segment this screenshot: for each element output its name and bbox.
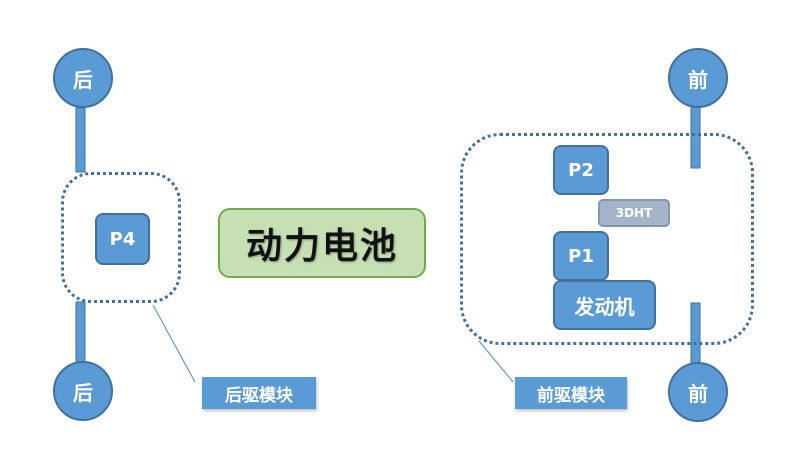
rear-lower-wheel-label: 后 <box>73 380 93 405</box>
dht-transmission-label: 3DHT <box>615 206 653 220</box>
p4-motor: P4 <box>95 213 150 265</box>
front-lower-wheel-label: 前 <box>688 381 708 406</box>
rear-module-leader-line <box>152 304 196 383</box>
engine-label: 发动机 <box>574 294 635 319</box>
traction-battery-label: 动力电池 <box>245 226 398 267</box>
front-module-callout-label: 前驱模块 <box>537 385 605 406</box>
p2-motor: P2 <box>553 145 609 195</box>
rear-module-outline <box>61 172 181 303</box>
p4-motor-label: P4 <box>109 228 136 250</box>
rear-upper-axle <box>75 107 86 173</box>
dht-transmission: 3DHT <box>598 199 670 227</box>
rear-lower-wheel: 后 <box>53 361 113 421</box>
rear-lower-axle <box>75 301 86 365</box>
front-module-leader-line <box>478 340 514 383</box>
p1-motor-label: P1 <box>568 245 594 267</box>
front-upper-wheel: 前 <box>668 48 728 108</box>
rear-module-callout: 后驱模块 <box>202 377 316 409</box>
front-module-callout: 前驱模块 <box>515 377 627 409</box>
engine: 发动机 <box>553 280 656 330</box>
traction-battery: 动力电池 <box>218 208 426 278</box>
rear-upper-wheel-label: 后 <box>73 67 93 92</box>
rear-module-callout-label: 后驱模块 <box>225 385 293 406</box>
p1-motor: P1 <box>553 231 609 281</box>
front-module-outline <box>460 133 754 345</box>
p2-motor-label: P2 <box>568 159 594 181</box>
front-lower-wheel: 前 <box>668 362 728 422</box>
rear-upper-wheel: 后 <box>53 48 113 108</box>
front-upper-wheel-label: 前 <box>688 67 708 92</box>
